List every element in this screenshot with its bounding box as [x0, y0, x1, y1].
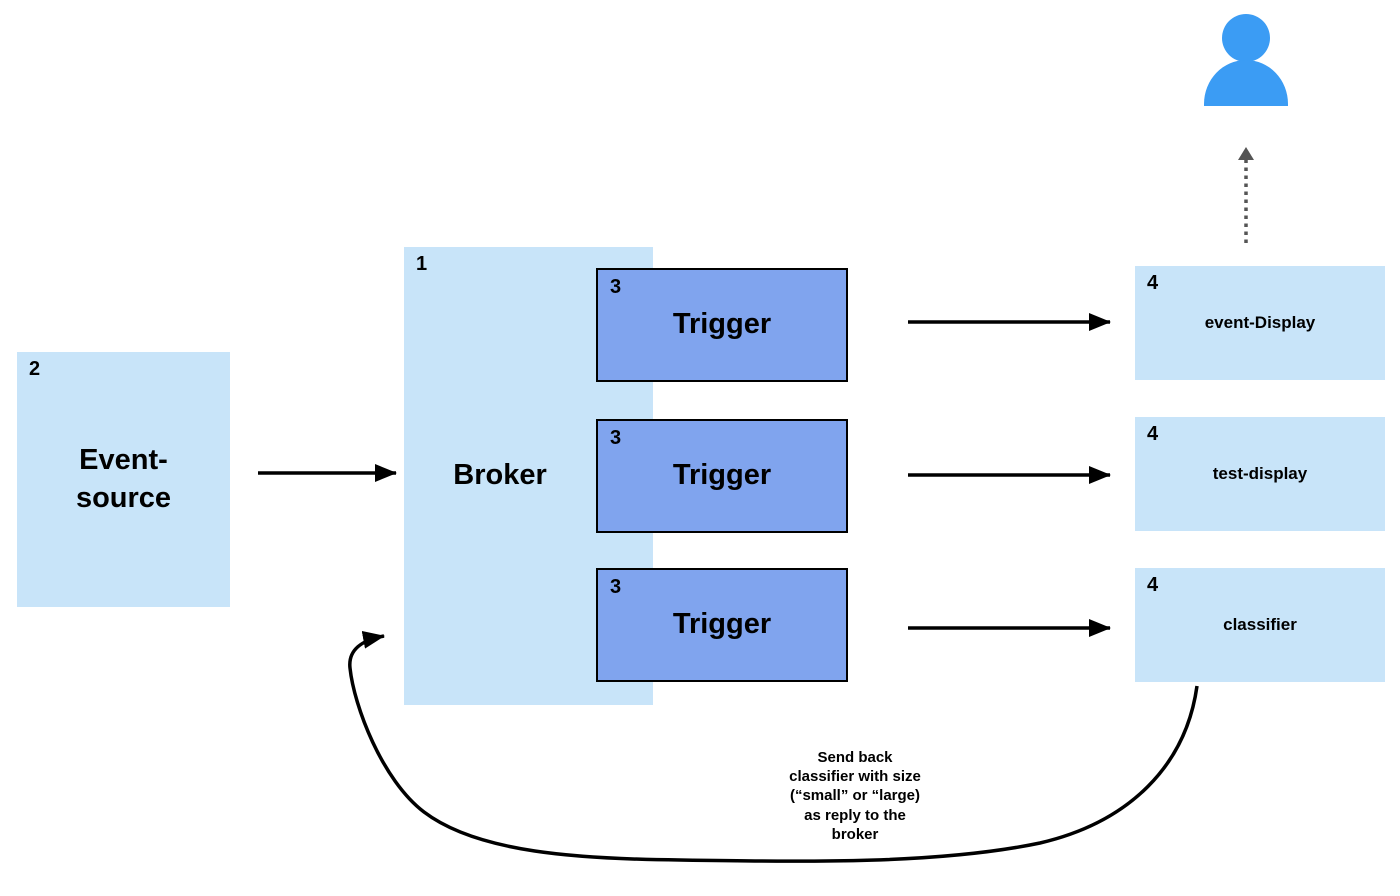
broker-label: Broker	[453, 459, 547, 492]
trigger-node-3: 3 Trigger	[596, 568, 848, 682]
sink-2-label: test-display	[1212, 464, 1308, 483]
trigger-node-2: 3 Trigger	[596, 419, 848, 533]
sink-3-number: 4	[1147, 574, 1159, 596]
sink-1-label: event-Display	[1204, 313, 1316, 332]
trigger-2-number: 3	[610, 427, 622, 449]
trigger-node-1: 3 Trigger	[596, 268, 848, 382]
sink-2-number: 4	[1147, 423, 1159, 445]
trigger-3-label: Trigger	[672, 608, 772, 641]
event-source-node: 2 Event- source	[17, 352, 230, 607]
sink-node-event-display: 4 event-Display	[1135, 266, 1385, 380]
trigger-3-number: 3	[610, 576, 622, 598]
event-source-number: 2	[29, 358, 41, 380]
reply-note: Send back classifier with size (“small” …	[789, 749, 921, 843]
sink-1-number: 4	[1147, 272, 1159, 294]
sink-node-test-display: 4 test-display	[1135, 417, 1385, 531]
trigger-1-number: 3	[610, 276, 622, 298]
trigger-2-label: Trigger	[672, 459, 772, 492]
person-icon	[1204, 14, 1288, 106]
event-source-label: Event- source	[75, 443, 172, 514]
sink-3-label: classifier	[1223, 615, 1297, 634]
broker-number: 1	[416, 253, 428, 275]
trigger-1-label: Trigger	[672, 308, 772, 341]
sink-node-classifier: 4 classifier	[1135, 568, 1385, 682]
